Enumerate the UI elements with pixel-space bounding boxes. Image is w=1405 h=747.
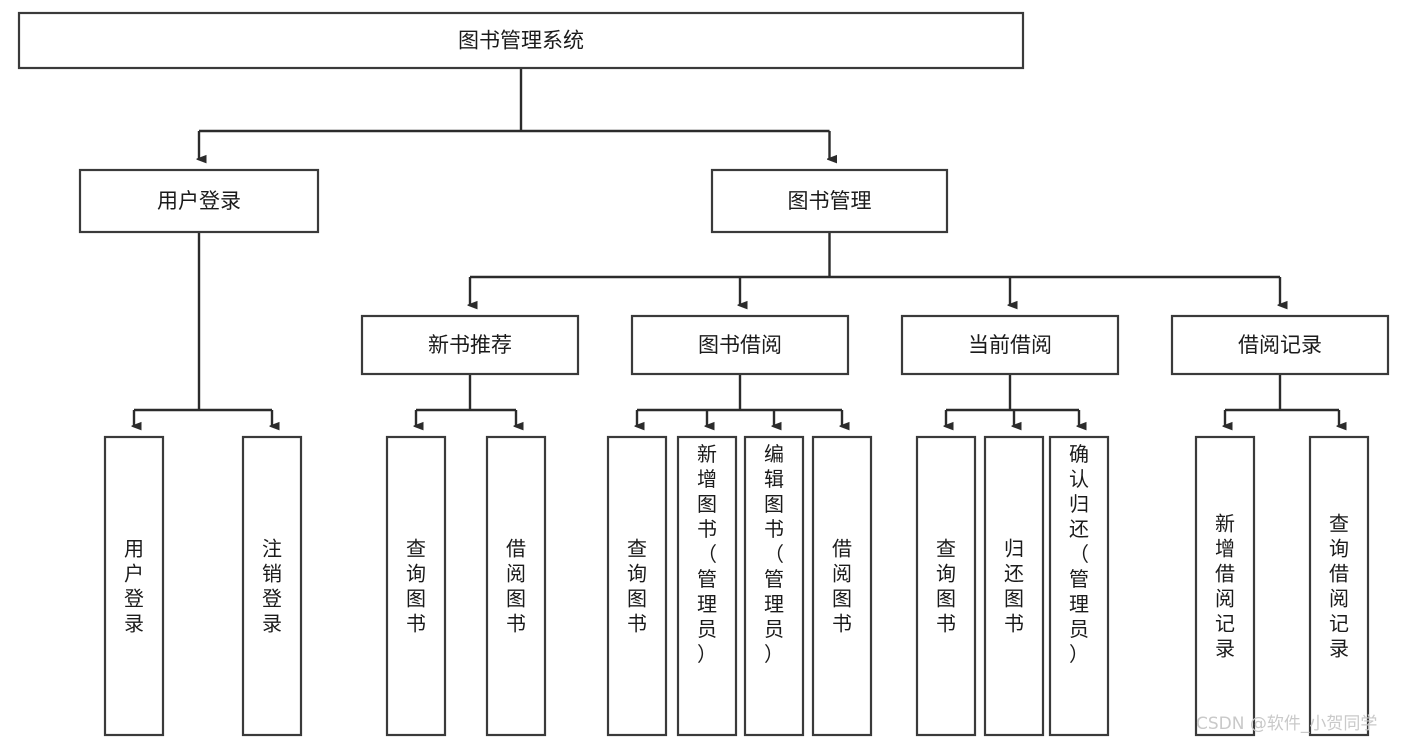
node-label-book-management: 图书管理 [788,189,872,213]
node-box-leaf-add-book-admin [676,435,738,737]
node-label-user-login: 用户登录 [157,189,241,213]
node-box-leaf-user-login [103,435,165,737]
node-leaf-borrow-book-recommend[interactable]: 借阅图书 [485,435,547,737]
csdn-watermark: CSDN @软件_小贺同学 [1196,714,1377,734]
node-new-book-recommend[interactable]: 新书推荐 [360,314,580,376]
node-label-leaf-query-book-borrow: 查询图书 [627,537,647,636]
node-root[interactable]: 图书管理系统 [17,11,1025,70]
node-label-borrow-record: 借阅记录 [1238,333,1322,357]
node-label-leaf-add-borrow-record: 新增借阅记录 [1215,512,1235,661]
node-label-book-borrow: 图书借阅 [698,333,782,357]
node-box-book-borrow [630,314,850,376]
node-current-borrow[interactable]: 当前借阅 [900,314,1120,376]
node-user-login[interactable]: 用户登录 [78,168,320,234]
node-box-leaf-edit-book-admin [743,435,805,737]
node-box-book-management [710,168,949,234]
node-box-leaf-logout-login [241,435,303,737]
node-label-leaf-user-login: 用户登录 [124,537,144,636]
node-label-leaf-add-book-admin: 新增图书（管理员） [697,442,717,666]
node-leaf-edit-book-admin[interactable]: 编辑图书（管理员） [743,435,805,737]
node-label-new-book-recommend: 新书推荐 [428,333,512,357]
node-label-current-borrow: 当前借阅 [968,333,1052,357]
node-leaf-logout-login[interactable]: 注销登录 [241,435,303,737]
node-box-user-login [78,168,320,234]
node-book-borrow[interactable]: 图书借阅 [630,314,850,376]
node-leaf-query-book-recommend[interactable]: 查询图书 [385,435,447,737]
node-box-leaf-query-borrow-record [1308,435,1370,737]
node-label-leaf-confirm-return-admin: 确认归还（管理员） [1069,442,1089,666]
node-box-leaf-confirm-return-admin [1048,435,1110,737]
node-box-root [17,11,1025,70]
node-leaf-query-borrow-record[interactable]: 查询借阅记录 [1308,435,1370,737]
node-label-leaf-return-book: 归还图书 [1004,537,1024,636]
node-leaf-query-book-borrow[interactable]: 查询图书 [606,435,668,737]
node-label-leaf-logout-login: 注销登录 [262,537,282,636]
node-leaf-user-login[interactable]: 用户登录 [103,435,165,737]
node-boxes: 图书管理系统用户登录图书管理新书推荐图书借阅当前借阅借阅记录用户登录注销登录查询… [17,11,1390,737]
node-borrow-record[interactable]: 借阅记录 [1170,314,1390,376]
node-box-leaf-borrow-book-recommend [485,435,547,737]
node-box-borrow-record [1170,314,1390,376]
node-label-leaf-query-book-recommend: 查询图书 [406,537,426,636]
node-box-leaf-add-borrow-record [1194,435,1256,737]
node-box-leaf-borrow-book [811,435,873,737]
node-leaf-return-book[interactable]: 归还图书 [983,435,1045,737]
node-box-current-borrow [900,314,1120,376]
node-box-leaf-query-book-current [915,435,977,737]
node-box-leaf-return-book [983,435,1045,737]
node-leaf-confirm-return-admin[interactable]: 确认归还（管理员） [1048,435,1110,737]
node-leaf-query-book-current[interactable]: 查询图书 [915,435,977,737]
node-label-leaf-query-borrow-record: 查询借阅记录 [1329,512,1349,661]
node-box-leaf-query-book-recommend [385,435,447,737]
node-label-leaf-edit-book-admin: 编辑图书（管理员） [764,442,784,666]
edge-connectors [134,68,1339,426]
node-leaf-borrow-book[interactable]: 借阅图书 [811,435,873,737]
node-label-root: 图书管理系统 [458,29,584,53]
node-label-leaf-borrow-book: 借阅图书 [832,537,852,636]
node-label-leaf-borrow-book-recommend: 借阅图书 [506,537,526,636]
node-leaf-add-borrow-record[interactable]: 新增借阅记录 [1194,435,1256,737]
node-label-leaf-query-book-current: 查询图书 [936,537,956,636]
node-box-leaf-query-book-borrow [606,435,668,737]
node-leaf-add-book-admin[interactable]: 新增图书（管理员） [676,435,738,737]
node-book-management[interactable]: 图书管理 [710,168,949,234]
node-box-new-book-recommend [360,314,580,376]
